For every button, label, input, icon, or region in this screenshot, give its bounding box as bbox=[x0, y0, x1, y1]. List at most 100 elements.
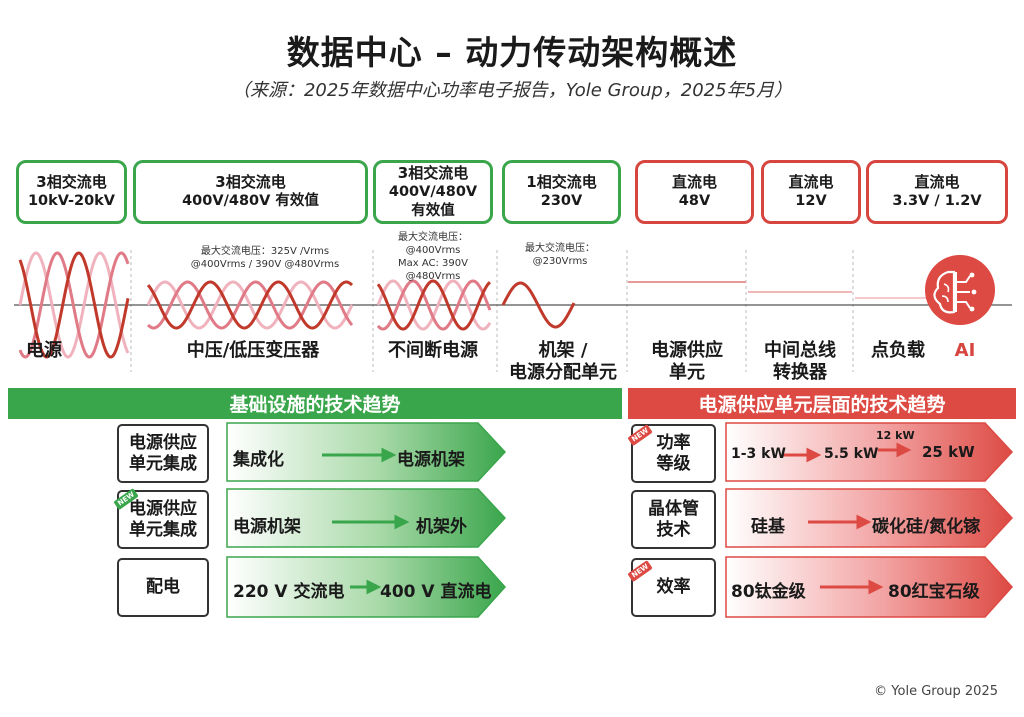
trend-from: 集成化 bbox=[233, 450, 284, 470]
trend-to: 机架外 bbox=[416, 517, 467, 537]
stage-line: 电源 bbox=[26, 340, 62, 361]
voltage-box-line: 直流电 bbox=[914, 173, 960, 191]
note-rack: 最大交流电压： @230Vrms bbox=[510, 242, 610, 268]
trend-step: 碳化硅/氮化镓 bbox=[872, 517, 981, 537]
note-line: @480Vrms bbox=[405, 271, 461, 282]
voltage-box-line: 3相交流电 bbox=[397, 163, 469, 182]
trend-label-line: 电源供应 bbox=[129, 432, 197, 453]
voltage-box-line: 有效值 bbox=[411, 202, 455, 219]
stage-dividers bbox=[130, 250, 854, 372]
red-arrows bbox=[782, 442, 912, 595]
note-ups: 最大交流电压： @400Vrms Max AC: 390V @480Vrms bbox=[383, 231, 483, 283]
sine-wave bbox=[146, 280, 354, 330]
trend-label-psu-integration: 电源供应 单元集成 bbox=[117, 424, 209, 483]
trend-label-line: 技术 bbox=[656, 519, 691, 540]
stage-line: 转换器 bbox=[773, 362, 827, 383]
stage-line: 中压/低压变压器 bbox=[186, 340, 320, 361]
stage-label-transformer: 中压/低压变压器 bbox=[138, 340, 368, 362]
stage-label-ai: AI bbox=[940, 340, 990, 362]
note-line: 最大交流电压： bbox=[398, 232, 468, 243]
voltage-box-line: 直流电 bbox=[788, 173, 834, 191]
trend-step: 80钛金级 bbox=[731, 582, 806, 602]
trend-step: 1-3 kW bbox=[731, 446, 786, 462]
voltage-box-line: 1相交流电 bbox=[526, 173, 597, 191]
sine-wave bbox=[376, 279, 492, 331]
trend-note: 12 kW bbox=[876, 429, 915, 442]
voltage-box-rack: 1相交流电 230V bbox=[502, 160, 621, 224]
stage-label-ups: 不间断电源 bbox=[374, 340, 492, 362]
sine-wave bbox=[18, 251, 130, 359]
trend-label-line: 晶体管 bbox=[648, 498, 699, 519]
stage-line: AI bbox=[954, 340, 976, 361]
stage-line: 单元 bbox=[669, 362, 705, 383]
voltage-box-ups: 3相交流电 400V/480V 有效值 bbox=[373, 160, 493, 224]
sine-wave bbox=[376, 279, 492, 331]
stage-line: 电源供应 bbox=[651, 340, 723, 361]
voltage-box-psu: 直流电 48V bbox=[635, 160, 754, 224]
note-line: @230Vrms bbox=[532, 256, 588, 267]
stage-label-ibc: 中间总线 转换器 bbox=[750, 340, 850, 384]
trend-step: 25 kW bbox=[922, 443, 975, 461]
note-line: @400Vrms / 390V @480Vrms bbox=[190, 259, 340, 270]
note-transformer: 最大交流电压：325V /Vrms @400Vrms / 390V @480Vr… bbox=[170, 245, 360, 271]
stage-label-rack: 机架 / 电源分配单元 bbox=[498, 340, 628, 384]
trend-label-transistor: 晶体管 技术 bbox=[631, 490, 716, 549]
trend-label-psu-integration-2: 电源供应 单元集成 bbox=[117, 490, 209, 549]
note-line: 最大交流电压：325V /Vrms bbox=[200, 246, 330, 257]
trend-arrow-bg bbox=[725, 488, 1014, 548]
stage-label-psu: 电源供应 单元 bbox=[632, 340, 742, 384]
stage-label-pol: 点负载 bbox=[858, 340, 938, 362]
voltage-box-ibc: 直流电 12V bbox=[761, 160, 861, 224]
trend-step: 硅基 bbox=[751, 517, 785, 537]
voltage-box-line: 230V bbox=[540, 193, 583, 209]
page-title: 数据中心 – 动力传动架构概述 bbox=[286, 33, 738, 72]
stage-line: 中间总线 bbox=[764, 340, 836, 361]
stage-line: 点负载 bbox=[871, 340, 925, 361]
stage-label-source: 电源 bbox=[14, 340, 74, 362]
trend-label-distribution: 配电 bbox=[117, 558, 209, 617]
trend-label-line: 单元集成 bbox=[129, 519, 197, 540]
psu-trends-banner: 电源供应单元层面的技术趋势 bbox=[628, 388, 1016, 419]
voltage-box-line: 3相交流电 bbox=[215, 173, 286, 191]
trend-from: 220 V 交流电 bbox=[233, 582, 345, 602]
voltage-box-source: 3相交流电 10kV-20kV bbox=[16, 160, 127, 224]
trend-from: 电源机架 bbox=[233, 517, 301, 537]
trend-step: 5.5 kW bbox=[824, 446, 879, 462]
voltage-box-pol: 直流电 3.3V / 1.2V bbox=[866, 160, 1008, 224]
trend-label-line: 电源供应 bbox=[129, 498, 197, 519]
copyright: © Yole Group 2025 bbox=[874, 684, 998, 699]
voltage-box-line: 400V/480V 有效值 bbox=[182, 193, 319, 209]
sine-wave bbox=[146, 280, 354, 330]
sine-wave bbox=[146, 280, 354, 330]
page-subtitle: （来源：2025年数据中心功率电子报告，Yole Group，2025年5月） bbox=[231, 80, 793, 101]
trend-to: 400 V 直流电 bbox=[380, 582, 492, 602]
voltage-box-line: 直流电 bbox=[671, 173, 717, 191]
voltage-box-transformer: 3相交流电 400V/480V 有效值 bbox=[133, 160, 368, 224]
trend-label-line: 单元集成 bbox=[129, 453, 197, 474]
voltage-box-line: 12V bbox=[795, 193, 827, 209]
waveforms bbox=[18, 251, 576, 359]
trend-label-line: 功率 bbox=[656, 432, 691, 453]
voltage-box-line: 3.3V / 1.2V bbox=[892, 193, 982, 209]
stage-line: 电源分配单元 bbox=[509, 362, 617, 383]
trend-arrow-bg bbox=[725, 422, 1014, 482]
stage-line: 不间断电源 bbox=[388, 340, 478, 361]
trend-step: 80红宝石级 bbox=[888, 582, 980, 602]
trend-to: 电源机架 bbox=[397, 450, 465, 470]
infrastructure-trends-banner: 基础设施的技术趋势 bbox=[8, 388, 622, 419]
sine-wave bbox=[18, 251, 130, 359]
trend-label-line: 等级 bbox=[656, 453, 691, 474]
note-line: Max AC: 390V bbox=[398, 258, 468, 269]
sine-wave bbox=[501, 281, 576, 329]
note-line: 最大交流电压： bbox=[525, 243, 595, 254]
voltage-box-line: 400V/480V bbox=[388, 183, 478, 200]
ai-chip-icon bbox=[925, 255, 995, 325]
trend-label-line: 配电 bbox=[146, 577, 180, 597]
trend-arrow-bg bbox=[226, 488, 507, 548]
trend-label-line: 效率 bbox=[656, 577, 691, 597]
green-arrows bbox=[322, 447, 410, 595]
voltage-box-line: 48V bbox=[678, 193, 711, 209]
voltage-box-line: 3相交流电 bbox=[36, 173, 107, 191]
note-line: @400Vrms bbox=[405, 245, 461, 256]
